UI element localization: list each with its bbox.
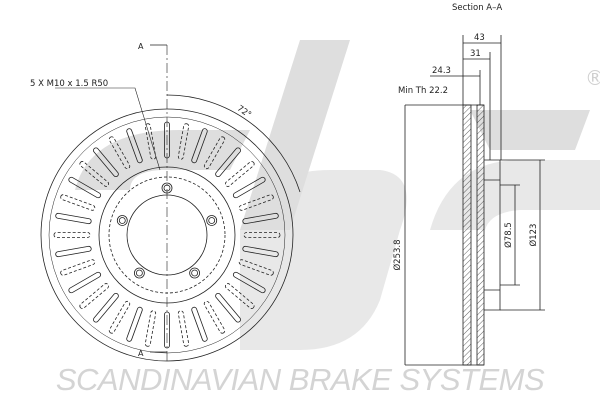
dim-overall-height: 43 (474, 33, 485, 43)
angle-arc (166, 94, 301, 193)
section-marker-bottom: A (138, 349, 144, 358)
cooling-slot (215, 147, 241, 177)
cooling-slot (68, 176, 102, 199)
cooling-slot (108, 136, 131, 170)
bolt-hole (118, 217, 126, 224)
cooling-slot (243, 232, 281, 238)
cooling-slot (238, 259, 274, 276)
cooling-slot (177, 123, 190, 160)
cooling-slot (108, 300, 131, 334)
registered-mark: ® (585, 66, 600, 90)
section-title: Section A–A (452, 3, 502, 13)
bolt-hole (208, 217, 216, 224)
cooling-slot (177, 310, 190, 347)
cooling-slot (126, 306, 143, 342)
cooling-slot (53, 232, 91, 238)
cooling-slot (60, 194, 96, 211)
disc-section-view (404, 35, 545, 366)
angle-label: 72° (235, 104, 253, 121)
bolt-hole (133, 267, 145, 279)
cooling-slot (126, 128, 143, 164)
section-marker-top: A (138, 42, 144, 51)
cooling-slot (191, 306, 208, 342)
cooling-slot (93, 147, 119, 177)
cooling-slot (93, 293, 119, 323)
bolt-hole (206, 215, 218, 226)
bolt-hole (135, 269, 143, 277)
cooling-slot (242, 245, 279, 258)
brand-tagline-watermark: SCANDINAVIAN BRAKE SYSTEMS (55, 362, 545, 397)
dim-min-thickness: Min Th 22.2 (398, 86, 448, 96)
cooling-slot (144, 123, 157, 160)
cooling-slot (144, 310, 157, 347)
cooling-slot (242, 212, 279, 225)
cooling-slot (203, 300, 226, 334)
cooling-slot (232, 176, 266, 199)
cooling-slot (225, 161, 255, 187)
cooling-slot (55, 212, 92, 225)
cooling-slot (68, 271, 102, 294)
cooling-slot (55, 245, 92, 258)
disc-front-view (40, 44, 301, 362)
bolt-hole (116, 215, 128, 226)
dim-hub-height: 31 (470, 49, 481, 59)
bolt-hole (189, 267, 201, 279)
bolt-hole (191, 269, 199, 277)
bolt-pattern-label: 5 X M10 x 1.5 R50 (30, 79, 108, 89)
cooling-slot (225, 283, 255, 309)
cooling-slot (79, 161, 109, 187)
bolt-leader (55, 87, 161, 171)
cooling-slot (79, 283, 109, 309)
dim-hub-diameter: Ø123 (528, 224, 539, 247)
dim-disc-thickness: 24.3 (432, 66, 451, 76)
cooling-slots (53, 121, 281, 349)
cooling-slot (60, 259, 96, 276)
cooling-slot (191, 128, 208, 164)
dim-outer-diameter: Ø253.8 (392, 239, 403, 270)
cooling-slot (203, 136, 226, 170)
cooling-slot (232, 271, 266, 294)
cooling-slot (238, 194, 274, 211)
sbs-logo-watermark (75, 40, 600, 350)
dim-center-bore: Ø78.5 (503, 222, 514, 248)
cooling-slot (215, 293, 241, 323)
